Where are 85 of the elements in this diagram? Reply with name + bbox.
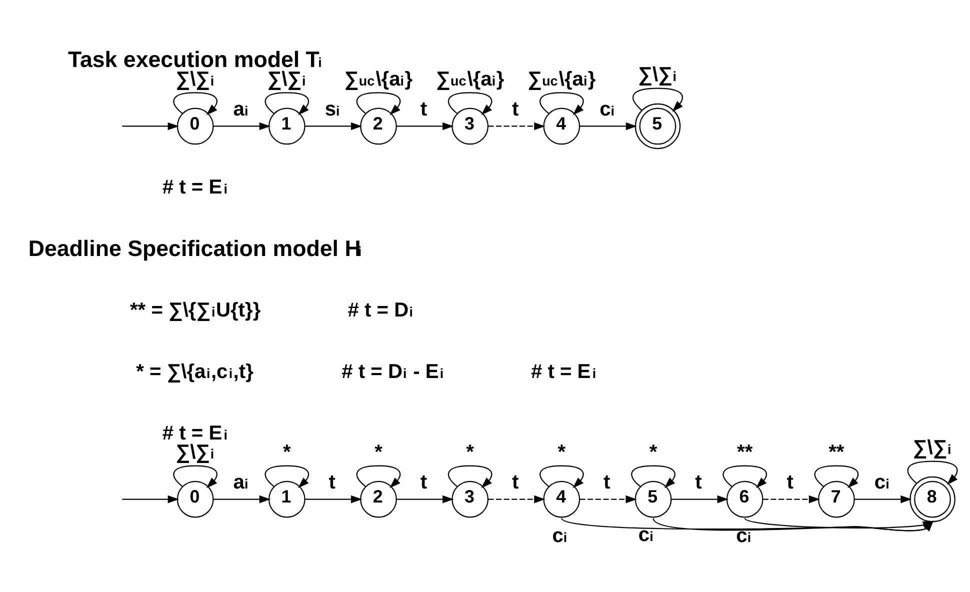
edge-label: ai <box>233 98 248 121</box>
arrow <box>396 495 454 504</box>
arrow <box>540 465 584 488</box>
edge-label: si <box>324 98 340 121</box>
arrow <box>305 495 362 504</box>
arrow <box>173 465 218 488</box>
arrow <box>213 122 271 130</box>
label: # t = Ei <box>162 176 228 199</box>
arrow <box>213 495 271 504</box>
arrow <box>488 122 546 130</box>
node-circle: 3 <box>452 108 489 145</box>
arrow <box>173 92 218 116</box>
node-circle: 5 <box>634 480 672 518</box>
edge-label: t <box>328 472 336 494</box>
node-circle: 3 <box>452 480 489 518</box>
edge-label: t <box>420 472 428 494</box>
label: # t = Ei <box>530 360 596 383</box>
edge-label: t <box>512 472 519 494</box>
edge-label: t <box>604 472 610 494</box>
arrow <box>652 518 934 532</box>
node-circle: 6 <box>726 480 764 518</box>
edge-label: * <box>558 441 566 464</box>
node-circle: 4 <box>543 108 580 145</box>
arrow <box>854 495 912 504</box>
arrow <box>264 92 309 116</box>
node-circle: 2 <box>360 480 397 518</box>
arrow <box>448 465 492 488</box>
edge-label: t <box>695 472 702 494</box>
arrow <box>631 465 676 488</box>
label: # t = Di <box>348 300 413 322</box>
node-circle: 7 <box>818 480 855 518</box>
edge-label: * <box>466 441 474 464</box>
edge-label: t <box>512 98 519 121</box>
arrow <box>671 495 728 504</box>
node-circle: 5 <box>634 103 681 150</box>
arrow <box>580 495 637 504</box>
edge-label: ∑\∑i <box>176 68 214 90</box>
edge-label: ci <box>600 98 615 121</box>
edge-label: ci <box>874 472 890 494</box>
node-circle: 2 <box>360 108 397 145</box>
edge-label: * <box>649 441 658 464</box>
arrow <box>356 465 401 488</box>
arrow <box>744 518 934 529</box>
node-circle: 0 <box>176 480 214 518</box>
edge-label: ∑\∑i <box>267 68 306 90</box>
node-circle: 0 <box>176 108 214 145</box>
edge-label: t <box>786 472 794 494</box>
arrow <box>907 460 958 485</box>
label: # t = Di - Ei <box>342 360 444 383</box>
arrow <box>448 92 492 116</box>
edge-label: ∑uc\{ai} <box>528 68 596 90</box>
node-circle: 4 <box>543 480 580 518</box>
arrow <box>488 495 546 504</box>
arrow <box>722 465 767 488</box>
edge-label: ∑\∑i <box>638 64 677 86</box>
edge-label: ci <box>552 525 568 548</box>
arrow <box>305 122 362 130</box>
edge-label: * <box>374 441 382 464</box>
arrow <box>561 518 934 532</box>
node-circle: 1 <box>268 480 306 518</box>
label: * = ∑\{ai,ci,t} <box>136 360 254 383</box>
node-circle: 8 <box>910 476 956 522</box>
edge-label: ∑uc\{ai} <box>344 68 413 90</box>
label: ** = ∑\{∑iU{t}} <box>130 300 261 322</box>
arrow <box>122 122 179 130</box>
label: Deadline Specification model Hi <box>28 236 362 261</box>
arrow <box>762 495 820 504</box>
edge-label: t <box>420 98 428 121</box>
arrow <box>396 122 454 130</box>
edge-label: ** <box>828 441 844 464</box>
arrow <box>580 122 638 130</box>
edge-label: * <box>282 441 291 464</box>
arrow <box>632 88 683 112</box>
edge-label: ∑\∑i <box>912 436 952 459</box>
arrow <box>814 465 858 488</box>
arrow <box>264 465 309 488</box>
arrow <box>122 495 179 504</box>
node-circle: 1 <box>268 108 306 145</box>
edge-label: ** <box>737 441 753 464</box>
edge-label: ai <box>233 472 248 494</box>
edge-label: ci <box>736 525 752 548</box>
edge-label: ∑uc\{ai} <box>436 68 504 90</box>
edge-label: ci <box>638 524 654 546</box>
arrow <box>540 92 584 116</box>
arrow <box>356 92 401 116</box>
